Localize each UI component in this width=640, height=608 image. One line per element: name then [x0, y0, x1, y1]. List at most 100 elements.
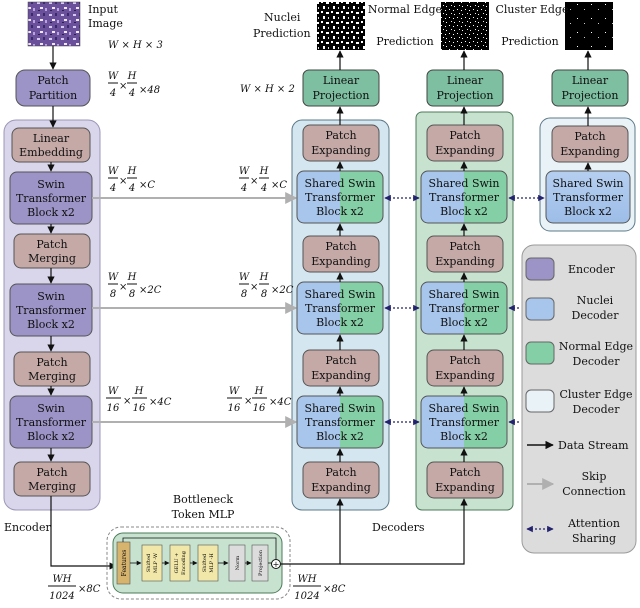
patch-merging-1-line2: Merging: [28, 252, 76, 265]
nuclei-decoder-column: Linear Projection Patch Expanding Shared…: [296, 69, 384, 499]
svg-text:×: ×: [244, 396, 252, 407]
legend-encoder: Encoder: [568, 263, 615, 276]
enc-swin-1-line2: Transformer: [16, 192, 87, 205]
svg-text:Shared Swin: Shared Swin: [428, 177, 499, 190]
svg-text:Expanding: Expanding: [435, 255, 495, 268]
svg-text:Patch: Patch: [449, 354, 480, 367]
svg-text:4: 4: [128, 88, 135, 99]
legend-skip-1: Skip: [582, 470, 607, 483]
residual-add: [271, 559, 281, 569]
patch-merging-3-line1: Patch: [36, 466, 67, 479]
legend-nuclei-2: Decoder: [572, 309, 620, 322]
svg-text:Transformer: Transformer: [429, 191, 500, 204]
dim-2C: W 8 × H 8 ×2C: [108, 272, 162, 300]
svg-text:Patch: Patch: [574, 130, 605, 143]
nuclei-patch-expanding-4: [302, 461, 380, 499]
svg-text:×2C: ×2C: [271, 285, 294, 296]
shifted-mlp-w-2: MLP -W: [153, 552, 159, 573]
skip-connections: [92, 192, 298, 428]
svg-text:H: H: [127, 272, 137, 283]
patch-merging-2-line2: Merging: [28, 370, 76, 383]
svg-text:H: H: [127, 166, 137, 177]
legend-attention-1: Attention: [567, 517, 620, 530]
bottleneck-title-1: Bottleneck: [173, 493, 233, 506]
svg-text:Block x2: Block x2: [316, 430, 364, 443]
svg-text:×: ×: [119, 282, 127, 293]
enc-swin-1-line1: Swin: [37, 178, 65, 191]
svg-text:16: 16: [107, 403, 120, 414]
svg-text:Transformer: Transformer: [305, 191, 376, 204]
nuclei-patch-expanding-1: [302, 124, 380, 162]
svg-text:Transformer: Transformer: [553, 191, 624, 204]
decoders-label: Decoders: [372, 521, 425, 534]
normal-patch-expanding-1: [426, 124, 504, 162]
svg-text:Patch: Patch: [449, 240, 480, 253]
linear-embedding-line2: Embedding: [19, 146, 83, 159]
bottleneck-title-2: Token MLP: [172, 508, 235, 521]
enc-swin-2-line2: Transformer: [16, 304, 87, 317]
attention-sharing-arrows: [384, 194, 545, 426]
svg-text:Linear: Linear: [572, 74, 609, 87]
svg-text:×4C: ×4C: [149, 397, 172, 408]
svg-text:W: W: [239, 166, 250, 177]
legend-cluster-2: Decoder: [573, 403, 621, 416]
svg-text:H: H: [259, 272, 269, 283]
residual-plus: +: [273, 560, 280, 569]
patch-merging-3-line2: Merging: [28, 480, 76, 493]
legend-normal-1: Normal Edge: [559, 340, 633, 353]
enc-swin-3-line2: Transformer: [16, 416, 87, 429]
svg-text:Shared Swin: Shared Swin: [428, 288, 499, 301]
input-image: [27, 1, 81, 47]
encoder-data-stream: [47, 46, 117, 570]
gelu-encoding-1: GELU +: [174, 553, 180, 574]
nuclei-prediction-label-1: Nuclei: [264, 11, 301, 24]
svg-text:Shared Swin: Shared Swin: [304, 177, 375, 190]
dim-8C-in: WH 1024 ×8C: [48, 574, 101, 602]
patch-partition-line2: Partition: [29, 89, 77, 102]
normal-edge-prediction-label-1: Normal Edge: [368, 3, 442, 16]
svg-text:Linear: Linear: [323, 74, 360, 87]
svg-text:16: 16: [228, 403, 241, 414]
output-dims: W × H × 2: [240, 84, 295, 95]
nuclei-patch-expanding-2: [302, 235, 380, 273]
bottleneck-ops: [141, 544, 269, 582]
dim-8C-out: WH 1024 ×8C: [293, 574, 346, 602]
legend-data-stream: Data Stream: [558, 439, 629, 452]
svg-text:8: 8: [129, 289, 135, 300]
normal-linear-projection: [426, 69, 504, 107]
legend-nuclei-1: Nuclei: [577, 294, 614, 307]
nuclei-patch-expanding-3: [302, 349, 380, 387]
linear-embedding-line1: Linear: [33, 132, 70, 145]
svg-text:Patch: Patch: [325, 466, 356, 479]
normal-edge-prediction-image: [441, 2, 489, 50]
svg-text:4: 4: [109, 183, 116, 194]
svg-text:Transformer: Transformer: [429, 416, 500, 429]
nuclei-prediction-label-2: Prediction: [253, 27, 311, 40]
enc-swin-1-line3: Block x2: [27, 206, 75, 219]
legend-cluster-1: Cluster Edge: [560, 388, 633, 401]
svg-text:Block x2: Block x2: [440, 205, 488, 218]
svg-text:W: W: [229, 386, 240, 397]
svg-text:Patch: Patch: [449, 129, 480, 142]
svg-text:4: 4: [240, 183, 247, 194]
normal-patch-expanding-4: [426, 461, 504, 499]
dim-4C-decoder: W 16 × H 16 ×4C: [227, 386, 292, 414]
shifted-mlp-h-2: MLP -H: [209, 553, 215, 573]
enc-swin-2-line3: Block x2: [27, 318, 75, 331]
svg-text:Patch: Patch: [325, 129, 356, 142]
svg-text:H: H: [259, 166, 269, 177]
svg-text:×48: ×48: [139, 85, 160, 96]
legend-swatches: [525, 257, 555, 413]
svg-text:Block x2: Block x2: [316, 316, 364, 329]
patch-partition-line1: Patch: [37, 74, 68, 87]
encoder-label: Encoder: [4, 521, 51, 534]
svg-text:W: W: [108, 166, 119, 177]
legend-skip-2: Connection: [562, 485, 626, 498]
svg-text:Expanding: Expanding: [560, 145, 620, 158]
svg-text:Patch: Patch: [325, 240, 356, 253]
svg-text:Expanding: Expanding: [435, 481, 495, 494]
cluster-patch-expanding: [551, 125, 629, 163]
svg-text:4: 4: [128, 183, 135, 194]
legend-normal-2: Decoder: [573, 355, 621, 368]
